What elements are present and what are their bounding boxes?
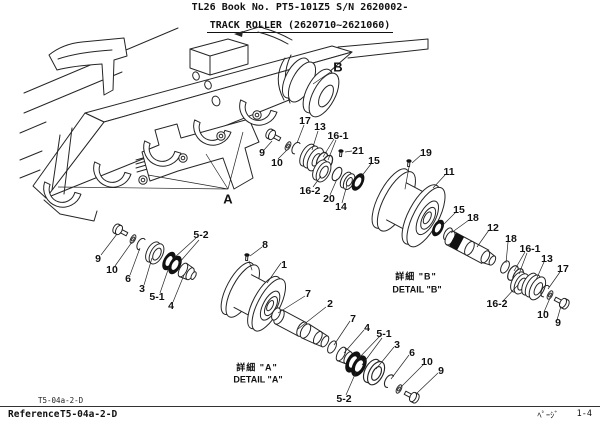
- shaft-12-part: [444, 230, 497, 266]
- view-label-b: B: [333, 59, 342, 74]
- part-label-7: 7: [350, 313, 356, 325]
- detail-b-caption-jp: 詳細 "B": [395, 270, 437, 281]
- bolt-19-part: [405, 158, 413, 168]
- part-label-2: 2: [327, 298, 333, 310]
- detail-a-assembly: [110, 222, 422, 405]
- part-label-18: 18: [467, 212, 479, 224]
- part-label-6: 6: [125, 273, 131, 285]
- footer-divider: [0, 406, 600, 407]
- part-label-12: 12: [487, 222, 499, 234]
- part-label-6: 6: [409, 347, 415, 359]
- part-label-3: 3: [139, 283, 145, 295]
- part-label-15: 15: [453, 204, 465, 216]
- part-label-14: 14: [335, 201, 347, 213]
- bolt-9-part: [110, 222, 130, 240]
- bolt-9-part: [402, 387, 422, 405]
- bolt-8-part: [243, 252, 251, 262]
- part-label-5-1: 5-1: [376, 328, 391, 340]
- detail-a-caption-jp: 詳細 "A": [236, 361, 278, 372]
- mounted-roller-b: [277, 54, 340, 118]
- part-label-20: 20: [323, 193, 335, 205]
- roller-1-part: [220, 261, 286, 332]
- part-label-19: 19: [420, 147, 432, 159]
- washer-10-part: [394, 383, 404, 395]
- part-label-3: 3: [394, 339, 400, 351]
- detail-a-caption-en: DETAIL "A": [233, 374, 282, 384]
- snap-ring-17-part: [289, 140, 301, 155]
- part-label-17: 17: [557, 263, 569, 275]
- part-label-16-1: 16-1: [327, 130, 348, 142]
- part-label-11: 11: [443, 166, 454, 178]
- leader-lines: [57, 70, 562, 396]
- part-label-9: 9: [555, 317, 561, 329]
- track-frame-drawing: [19, 25, 429, 222]
- roller-11-part: [371, 168, 446, 248]
- part-label-18: 18: [505, 233, 517, 245]
- part-label-4: 4: [168, 300, 174, 312]
- part-label-9: 9: [438, 365, 444, 377]
- page-indicator: ﾍﾟｰｼﾞ 1-4: [537, 409, 592, 421]
- header-title: TRACK ROLLER (2620710~2621060): [206, 20, 394, 33]
- part-label-9: 9: [95, 253, 101, 265]
- part-label-7: 7: [305, 288, 311, 300]
- header-model-line: TL26 Book No. PT5-101Z5 S/N 2620002-: [191, 2, 409, 13]
- view-b-leader: [312, 70, 333, 85]
- shaft-2-part: [273, 309, 330, 348]
- part-label-10: 10: [537, 309, 549, 321]
- page-header: TL26 Book No. PT5-101Z5 S/N 2620002- TRA…: [0, 2, 600, 33]
- part-label-4: 4: [364, 322, 370, 334]
- bolt-9-part: [552, 293, 572, 311]
- part-label-10: 10: [421, 356, 433, 368]
- part-label-8: 8: [262, 239, 268, 251]
- part-label-15: 15: [368, 155, 380, 167]
- part-label-10: 10: [271, 157, 283, 169]
- washer-10-part: [283, 140, 293, 152]
- part-label-5-1: 5-1: [149, 291, 164, 303]
- part-label-16-1: 16-1: [519, 243, 540, 255]
- bolt-9-part: [263, 127, 283, 145]
- part-label-21: 21: [352, 145, 364, 157]
- drawing-code: T5-04a-2-D: [38, 396, 84, 405]
- part-label-5-2: 5-2: [336, 393, 351, 405]
- detail-b-assembly: [263, 127, 572, 311]
- detail-b-caption-en: DETAIL "B": [392, 284, 441, 294]
- part-label-17: 17: [299, 115, 311, 127]
- washer-10-part: [128, 233, 138, 245]
- view-label-a: A: [223, 191, 233, 206]
- page-number: 1-4: [576, 409, 592, 419]
- part-label-13: 13: [314, 121, 326, 133]
- reference-label: Reference: [8, 409, 60, 420]
- page-label: ﾍﾟｰｼﾞ: [537, 411, 559, 421]
- reference-value: T5-04a-2-D: [60, 409, 118, 420]
- footer-bar: Reference T5-04a-2-D ﾍﾟｰｼﾞ 1-4: [0, 409, 600, 429]
- part-label-16-2: 16-2: [299, 185, 320, 197]
- pin-21-part: [337, 148, 345, 158]
- part-label-10: 10: [106, 264, 118, 276]
- part-label-1: 1: [281, 259, 287, 271]
- part-label-5-2: 5-2: [193, 229, 208, 241]
- part-label-13: 13: [541, 253, 553, 265]
- view-a-fan-lines: [57, 131, 244, 190]
- part-label-9: 9: [259, 147, 265, 159]
- part-label-16-2: 16-2: [486, 298, 507, 310]
- section-arrow: [234, 31, 243, 37]
- snap-ring-6-part: [381, 372, 395, 389]
